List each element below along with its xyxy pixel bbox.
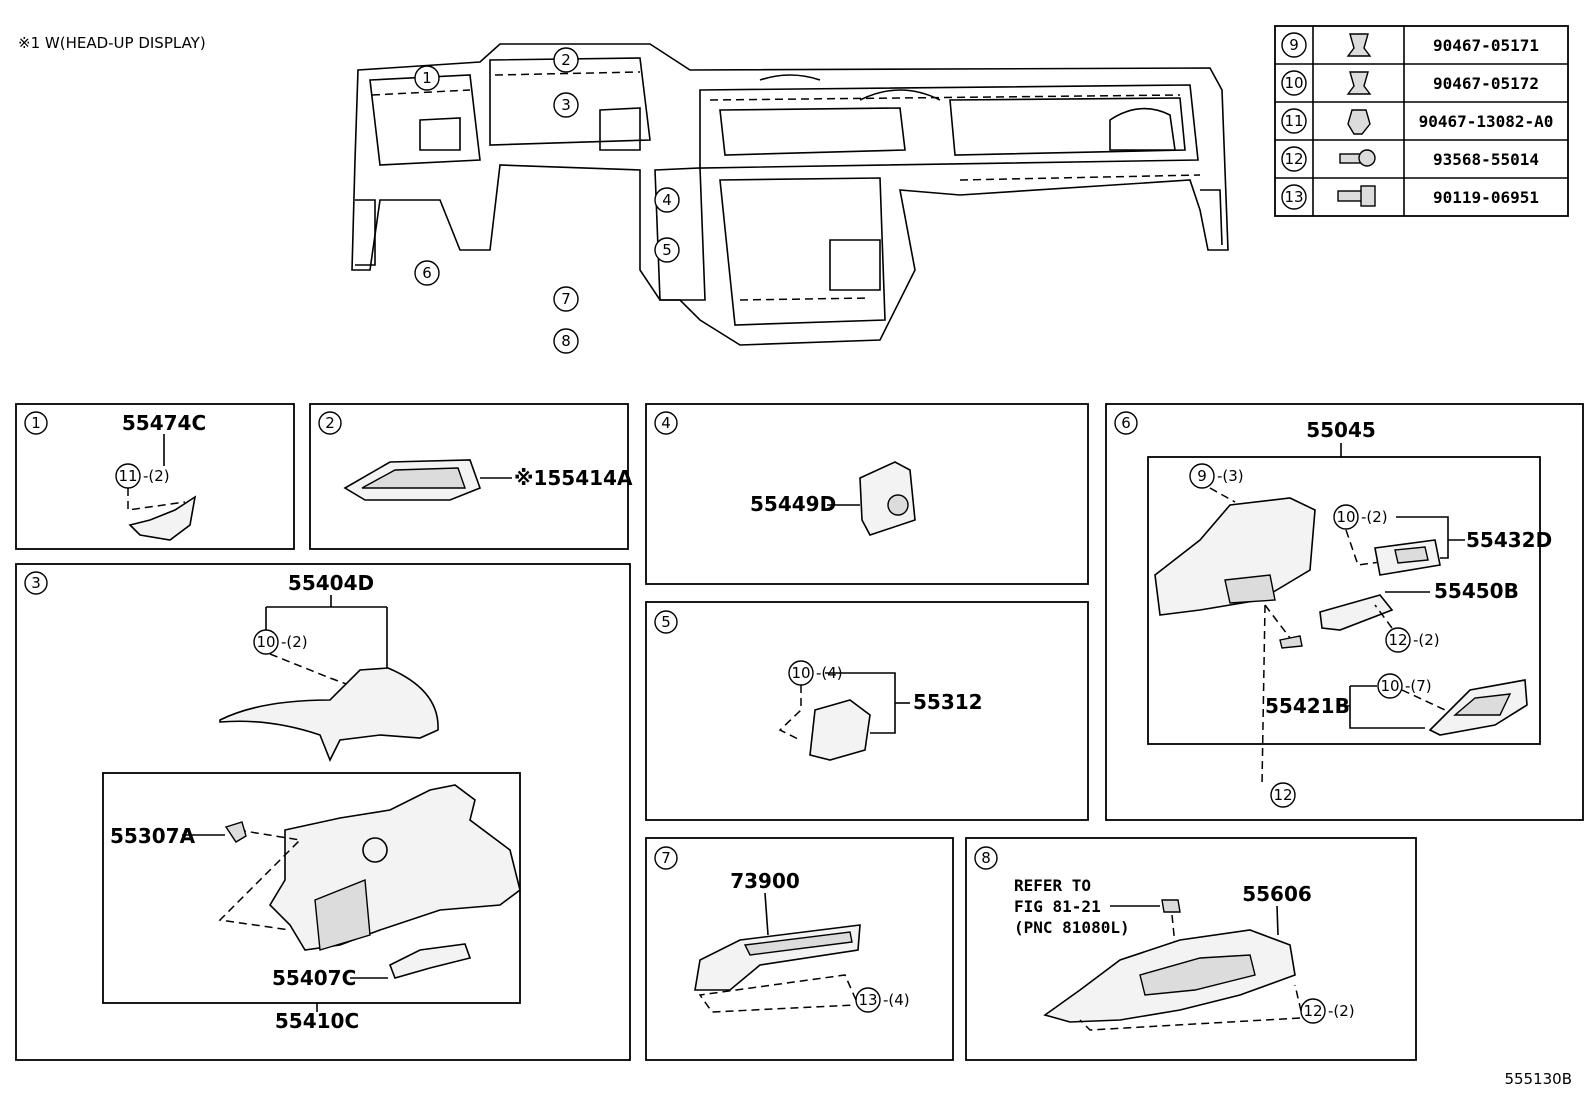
svg-text:8: 8	[981, 849, 991, 867]
svg-text:12: 12	[1273, 786, 1292, 804]
svg-text:REFER TO: REFER TO	[1014, 876, 1091, 895]
part-label: 55474C	[122, 411, 206, 435]
svg-text:9: 9	[1197, 467, 1207, 485]
svg-text:9: 9	[1289, 36, 1299, 54]
panel-2: 2 ※155414A	[309, 403, 633, 550]
part-label: ※155414A	[514, 466, 633, 490]
svg-text:FIG 81-21: FIG 81-21	[1014, 897, 1101, 916]
clip-icon	[1346, 71, 1372, 95]
overview-callouts: 1 2 3 4 5 6 7 8	[414, 47, 680, 354]
panel-3: 3 55404D 10 -(2) 55307A 55407C 55410C	[15, 563, 631, 1061]
svg-text:-(2): -(2)	[281, 633, 308, 651]
svg-text:90119-06951: 90119-06951	[1433, 188, 1539, 207]
svg-text:90467-13082-A0: 90467-13082-A0	[1419, 112, 1554, 131]
svg-text:6: 6	[422, 264, 432, 282]
panel-4: 4 55449D	[645, 403, 1089, 585]
part-label: 55606	[1242, 882, 1312, 906]
svg-text:-(7): -(7)	[1405, 677, 1432, 695]
svg-text:3: 3	[561, 96, 571, 114]
svg-text:10: 10	[256, 633, 275, 651]
svg-text:10: 10	[1336, 508, 1355, 526]
svg-text:5: 5	[662, 241, 672, 259]
svg-text:(PNC 81080L): (PNC 81080L)	[1014, 918, 1130, 937]
svg-text:8: 8	[561, 332, 571, 350]
part-label: 55312	[913, 690, 983, 714]
svg-text:93568-55014: 93568-55014	[1433, 150, 1539, 169]
svg-text:3: 3	[31, 574, 41, 592]
svg-text:10: 10	[791, 664, 810, 682]
instrument-panel-overview	[351, 43, 1229, 346]
panel-6: 6 55045 9 -(3) 10 -(2) 55432D 55450B 12 …	[1105, 403, 1584, 821]
part-label: 55449D	[750, 492, 836, 516]
panel-1: 1 55474C 11 -(2)	[15, 403, 295, 550]
svg-text:1: 1	[422, 69, 432, 87]
panel-8: 8 REFER TO FIG 81-21 (PNC 81080L) 55606 …	[965, 837, 1417, 1061]
part-label: 55404D	[288, 571, 374, 595]
clip-icon	[1346, 33, 1372, 57]
svg-text:12: 12	[1303, 1002, 1322, 1020]
part-label: 55045	[1306, 418, 1376, 442]
svg-text:11: 11	[118, 467, 137, 485]
svg-text:2: 2	[561, 51, 571, 69]
fastener-table: 9 10 11 12 13 90467-05171 90467-05172 90…	[1274, 25, 1569, 217]
svg-text:2: 2	[325, 414, 335, 432]
svg-text:-(4): -(4)	[883, 991, 910, 1009]
svg-text:10: 10	[1380, 677, 1399, 695]
svg-text:5: 5	[661, 613, 671, 631]
svg-text:11: 11	[1284, 112, 1303, 130]
svg-text:4: 4	[662, 191, 672, 209]
svg-text:90467-05171: 90467-05171	[1433, 36, 1539, 55]
svg-text:4: 4	[661, 414, 671, 432]
bolt-icon	[1337, 185, 1376, 207]
svg-text:-(2): -(2)	[1413, 631, 1440, 649]
screw-icon	[1339, 149, 1376, 167]
svg-text:-(2): -(2)	[1361, 508, 1388, 526]
svg-text:10: 10	[1284, 74, 1303, 92]
svg-text:-(3): -(3)	[1217, 467, 1244, 485]
part-label: 55421B	[1265, 694, 1350, 718]
part-label: 55410C	[275, 1009, 359, 1033]
part-label: 55432D	[1466, 528, 1552, 552]
svg-text:-(2): -(2)	[143, 467, 170, 485]
svg-text:7: 7	[561, 290, 571, 308]
panel-7: 7 73900 13 -(4)	[645, 837, 954, 1061]
part-label: 55407C	[272, 966, 356, 990]
clip-icon	[1347, 109, 1371, 135]
header-note: ※1 W(HEAD-UP DISPLAY)	[18, 34, 206, 52]
part-label: 73900	[730, 869, 800, 893]
panel-5: 5 10 -(4) 55312	[645, 601, 1089, 821]
part-label: 55450B	[1434, 579, 1519, 603]
svg-text:-(2): -(2)	[1328, 1002, 1355, 1020]
svg-text:90467-05172: 90467-05172	[1433, 74, 1539, 93]
svg-text:7: 7	[661, 849, 671, 867]
svg-text:13: 13	[858, 991, 877, 1009]
svg-text:13: 13	[1284, 188, 1303, 206]
svg-text:6: 6	[1121, 414, 1131, 432]
part-label: 55307A	[110, 824, 196, 848]
figure-id: 555130B	[1504, 1070, 1572, 1088]
svg-text:12: 12	[1284, 150, 1303, 168]
svg-text:1: 1	[31, 414, 41, 432]
svg-text:12: 12	[1388, 631, 1407, 649]
